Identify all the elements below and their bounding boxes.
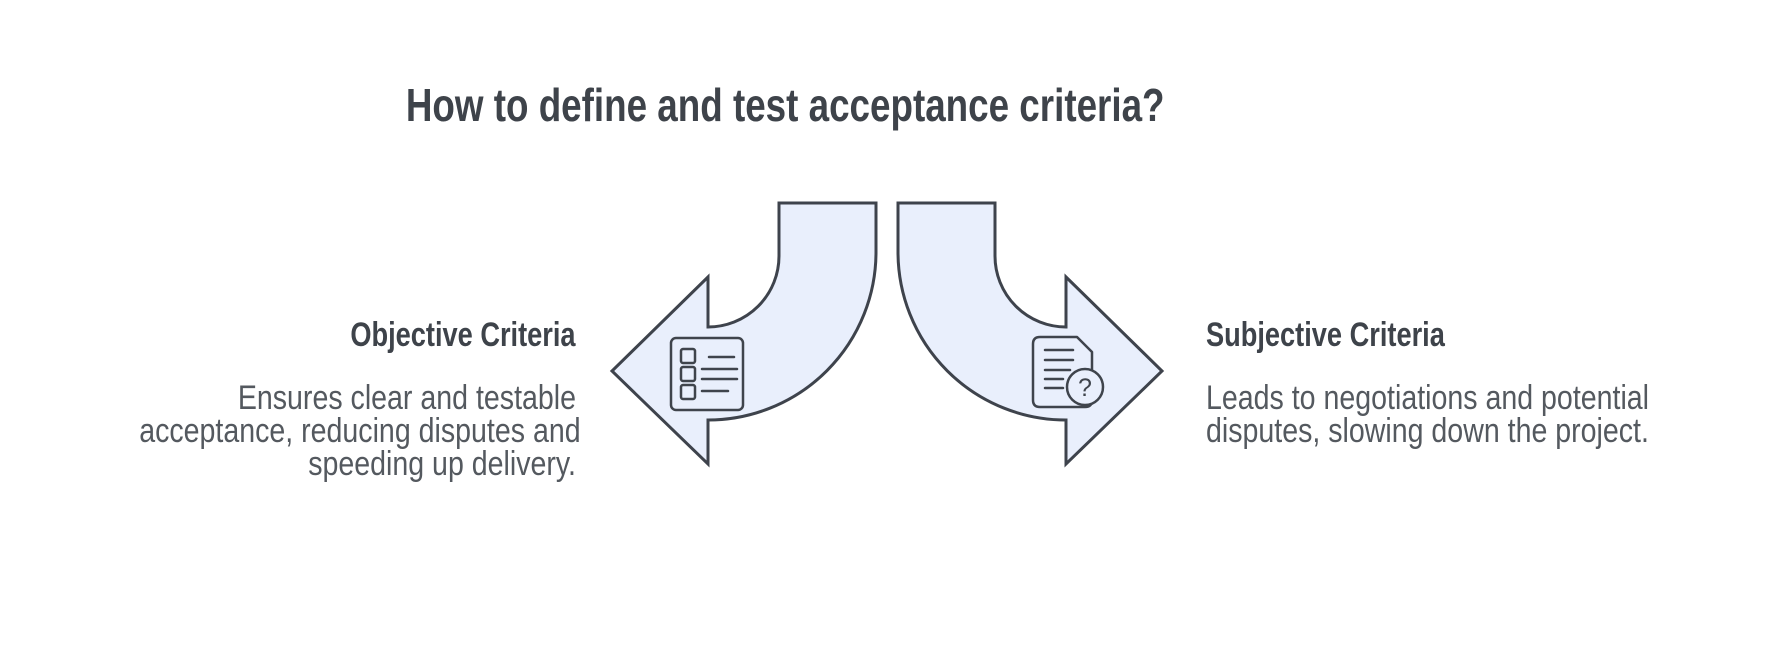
question-mark-glyph: ? — [1078, 374, 1092, 402]
objective-criteria-heading-text: Objective Criteria — [350, 316, 576, 354]
objective-criteria-heading: Objective Criteria — [56, 316, 576, 354]
objective-body-line-2: acceptance, reducing disputes and — [139, 412, 581, 450]
page-title-text: How to define and test acceptance criter… — [405, 79, 1165, 131]
subjective-criteria-heading-text: Subjective Criteria — [1206, 316, 1445, 354]
objective-body-line-3: speeding up delivery. — [308, 445, 576, 483]
document-question-icon: ? — [1031, 335, 1105, 409]
subjective-body-line-2: disputes, slowing down the project. — [1206, 412, 1649, 450]
objective-criteria-block: Objective Criteria Ensures clear and tes… — [56, 316, 581, 483]
subjective-criteria-heading: Subjective Criteria — [1206, 316, 1766, 354]
checkbox-1 — [679, 347, 697, 365]
question-circle — [1065, 367, 1105, 407]
right-curved-arrow — [896, 201, 1165, 468]
objective-body-line-1: Ensures clear and testable — [237, 379, 576, 417]
checkbox-2 — [679, 365, 697, 383]
subjective-criteria-block: Subjective Criteria Leads to negotiation… — [1206, 316, 1766, 448]
subjective-criteria-body: Leads to negotiations and potential disp… — [1206, 379, 1676, 450]
subjective-body-line-1: Leads to negotiations and potential — [1206, 379, 1650, 417]
checklist-icon — [669, 336, 745, 412]
objective-criteria-body: Ensures clear and testable acceptance, r… — [139, 379, 581, 483]
left-curved-arrow — [609, 201, 878, 468]
checkbox-3 — [679, 383, 697, 401]
page-title: How to define and test acceptance criter… — [0, 80, 1570, 130]
